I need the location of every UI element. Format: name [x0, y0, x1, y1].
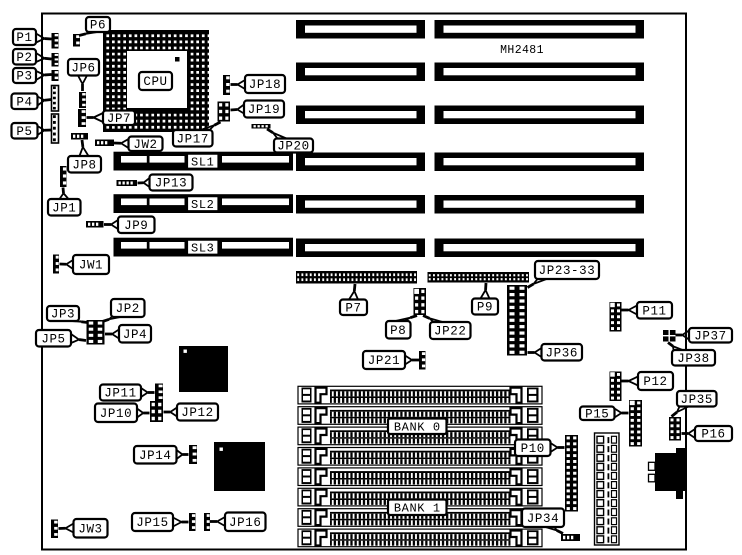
- svg-text:JP38: JP38: [677, 352, 709, 366]
- svg-text:P6: P6: [90, 19, 106, 33]
- svg-text:JP17: JP17: [177, 132, 209, 146]
- svg-text:JW2: JW2: [133, 138, 157, 152]
- svg-text:P1: P1: [16, 31, 32, 45]
- svg-text:JP23-33: JP23-33: [539, 264, 596, 278]
- svg-text:JP14: JP14: [139, 449, 171, 463]
- svg-text:P8: P8: [390, 324, 406, 338]
- svg-text:JP18: JP18: [249, 78, 281, 92]
- svg-text:JP5: JP5: [41, 332, 65, 346]
- svg-text:P2: P2: [16, 51, 32, 65]
- svg-text:BANK 1: BANK 1: [394, 501, 441, 515]
- svg-text:P12: P12: [643, 375, 667, 389]
- svg-text:JW3: JW3: [78, 522, 102, 536]
- svg-text:JP20: JP20: [277, 140, 309, 154]
- svg-text:JP6: JP6: [71, 61, 95, 75]
- svg-text:JP9: JP9: [124, 219, 148, 233]
- svg-text:SL3: SL3: [191, 241, 214, 255]
- svg-text:JP11: JP11: [104, 387, 136, 401]
- svg-text:MH2481: MH2481: [500, 44, 544, 57]
- svg-text:JP16: JP16: [229, 516, 261, 530]
- svg-text:JP1: JP1: [52, 201, 76, 215]
- svg-text:P3: P3: [16, 70, 32, 84]
- svg-text:JP2: JP2: [116, 302, 140, 316]
- svg-text:P5: P5: [16, 125, 32, 139]
- svg-text:JP7: JP7: [107, 112, 131, 126]
- svg-text:JP10: JP10: [100, 407, 132, 421]
- svg-text:P7: P7: [345, 301, 361, 315]
- svg-text:JP15: JP15: [136, 516, 168, 530]
- svg-text:CPU: CPU: [143, 75, 167, 89]
- svg-text:JW1: JW1: [79, 259, 103, 273]
- svg-text:JP3: JP3: [51, 308, 75, 322]
- svg-text:JP19: JP19: [248, 103, 280, 117]
- svg-text:P10: P10: [521, 442, 545, 456]
- svg-text:JP36: JP36: [546, 346, 578, 360]
- svg-text:P16: P16: [701, 428, 725, 442]
- svg-text:SL2: SL2: [191, 198, 214, 212]
- svg-text:JP12: JP12: [181, 406, 213, 420]
- svg-text:P9: P9: [477, 301, 493, 315]
- svg-text:JP37: JP37: [694, 329, 726, 343]
- svg-text:JP34: JP34: [527, 512, 559, 526]
- svg-text:JP22: JP22: [434, 325, 466, 339]
- svg-text:JP4: JP4: [123, 328, 147, 342]
- svg-text:JP8: JP8: [72, 158, 96, 172]
- svg-text:JP21: JP21: [368, 354, 400, 368]
- svg-text:BANK 0: BANK 0: [394, 420, 441, 434]
- svg-text:SL1: SL1: [191, 155, 214, 169]
- svg-text:P11: P11: [642, 304, 666, 318]
- svg-text:JP35: JP35: [681, 393, 713, 407]
- svg-text:P4: P4: [16, 95, 32, 109]
- svg-text:JP13: JP13: [155, 177, 187, 191]
- svg-text:P15: P15: [585, 407, 609, 421]
